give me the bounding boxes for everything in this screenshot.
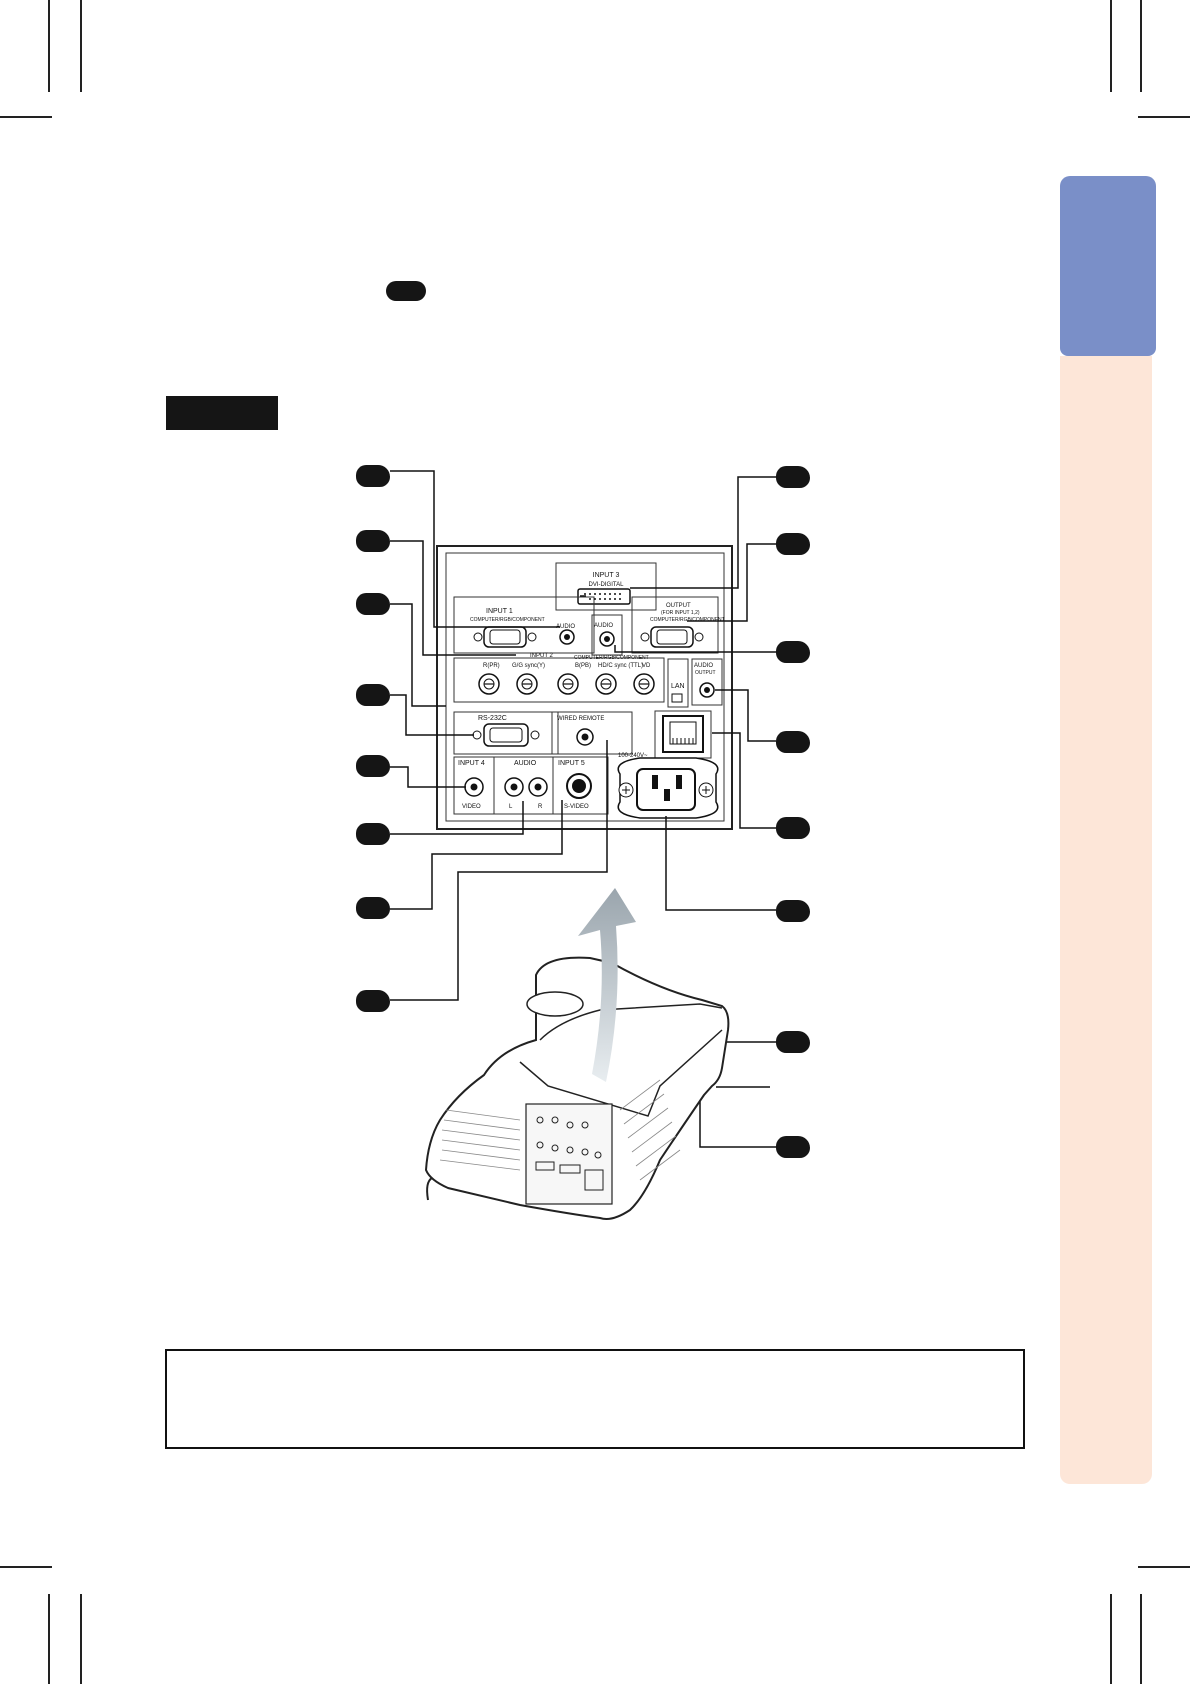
page-reference-badge <box>386 281 426 301</box>
bnc-b-label: B(PB) <box>575 663 591 669</box>
chapter-sidebar <box>1060 356 1152 1484</box>
crop-mark <box>0 116 52 118</box>
callout-badge <box>356 897 390 919</box>
crop-mark <box>1110 1594 1112 1684</box>
audio-l-label: L <box>509 804 513 810</box>
input1-sub-label: COMPUTER/RGB/COMPONENT <box>470 617 545 623</box>
audio-a-label: AUDIO <box>556 624 575 630</box>
callout-badge <box>356 755 390 777</box>
bnc-r-label: R(PR) <box>483 663 500 669</box>
output-label: OUTPUT <box>666 603 691 609</box>
chapter-tab[interactable] <box>1060 176 1156 356</box>
svideo-label: S-VIDEO <box>564 804 589 810</box>
section-heading-bar <box>166 396 278 430</box>
audio-r-label: R <box>538 804 543 810</box>
callout-badge <box>776 731 810 753</box>
audio-lr-label: AUDIO <box>514 760 537 767</box>
crop-mark <box>1110 0 1112 92</box>
crop-mark <box>48 1594 50 1684</box>
callout-badge <box>356 530 390 552</box>
crop-mark <box>1138 116 1190 118</box>
crop-mark <box>1140 1594 1142 1684</box>
bnc-g-label: G/G sync(Y) <box>512 663 545 669</box>
callout-badge <box>776 466 810 488</box>
crop-mark <box>80 1594 82 1684</box>
audio-b-label: AUDIO <box>594 623 613 629</box>
callout-badge <box>776 1031 810 1053</box>
callout-badge <box>776 533 810 555</box>
crop-mark <box>48 0 50 92</box>
callout-badge <box>776 641 810 663</box>
crop-mark <box>1140 0 1142 92</box>
power-label: 100-240V~ <box>618 753 648 759</box>
dvi-label: DVI-DIGITAL <box>589 582 625 588</box>
crop-mark <box>0 1566 52 1568</box>
input5-label: INPUT 5 <box>558 760 585 767</box>
callout-badge <box>776 1136 810 1158</box>
input2-label: INPUT 2 <box>530 653 554 659</box>
wired-remote-label: WIRED REMOTE <box>557 716 604 722</box>
lan-label: LAN <box>671 683 685 690</box>
bnc-vd-label: VD <box>642 663 651 669</box>
callout-badge <box>356 593 390 615</box>
audio-output-label: AUDIO <box>694 663 713 669</box>
note-box <box>165 1349 1025 1449</box>
output-sub-label: (FOR INPUT 1,2) <box>661 610 700 616</box>
input1-label: INPUT 1 <box>486 608 513 615</box>
crop-mark <box>1138 1566 1190 1568</box>
callout-badge <box>356 465 390 487</box>
input2-sub-label: COMPUTER/RGB/COMPONENT <box>574 655 649 661</box>
callout-badge <box>776 900 810 922</box>
input4-label: INPUT 4 <box>458 760 485 767</box>
callout-badge <box>356 823 390 845</box>
callout-badge <box>356 990 390 1012</box>
output-sub2-label: COMPUTER/RGB/COMPONENT <box>650 617 725 623</box>
bnc-hd-label: HD/C sync (TTL) <box>598 663 643 669</box>
callout-badge <box>356 684 390 706</box>
video-label: VIDEO <box>462 804 481 810</box>
callout-badge <box>776 817 810 839</box>
crop-mark <box>80 0 82 92</box>
input3-label: INPUT 3 <box>593 572 620 579</box>
audio-output-sub-label: OUTPUT <box>695 670 716 676</box>
rs232c-label: RS-232C <box>478 715 507 722</box>
